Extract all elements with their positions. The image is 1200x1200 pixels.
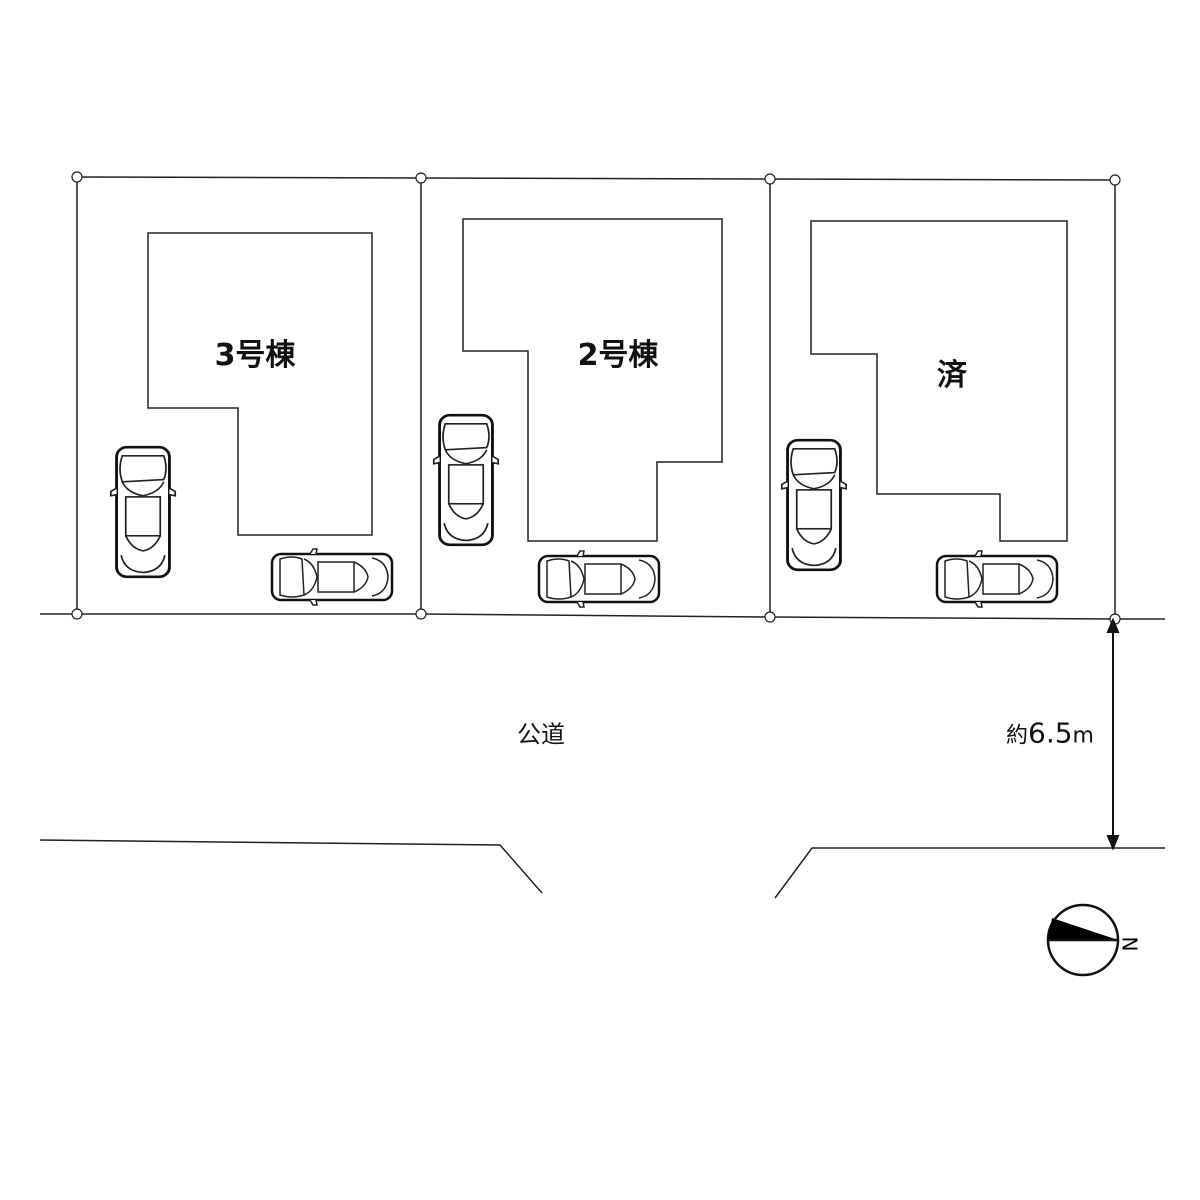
road-edge-north xyxy=(40,613,1165,620)
compass-icon xyxy=(1046,903,1120,977)
north-label: N xyxy=(1117,936,1142,952)
road-label: 公道 xyxy=(517,720,565,749)
road-width-value: 6.5 xyxy=(1028,716,1073,750)
lot-2-label: 2号棟 xyxy=(577,338,659,373)
lot-sold-label: 済 xyxy=(937,358,967,393)
approx-prefix: 約 xyxy=(1006,723,1029,749)
lot-3-label: 3号棟 xyxy=(214,338,296,373)
car-icon xyxy=(537,549,661,609)
road-edge-south-right xyxy=(774,847,1165,899)
road-edge-south-left xyxy=(39,839,543,894)
car-icon xyxy=(270,547,394,607)
road-width-unit: m xyxy=(1072,723,1094,749)
car-icon xyxy=(780,438,848,572)
road-width-label: 約6.5m xyxy=(1006,717,1094,750)
lot-boundaries xyxy=(39,176,1165,899)
road-width-dimension xyxy=(1106,617,1120,851)
car-icon xyxy=(432,413,500,547)
car-icon xyxy=(935,549,1059,609)
parking-cars xyxy=(109,413,1059,609)
building-lot-2 xyxy=(462,218,723,542)
building-lot-3 xyxy=(147,232,373,536)
car-icon xyxy=(109,445,177,579)
building-lot-sold xyxy=(810,220,1068,542)
